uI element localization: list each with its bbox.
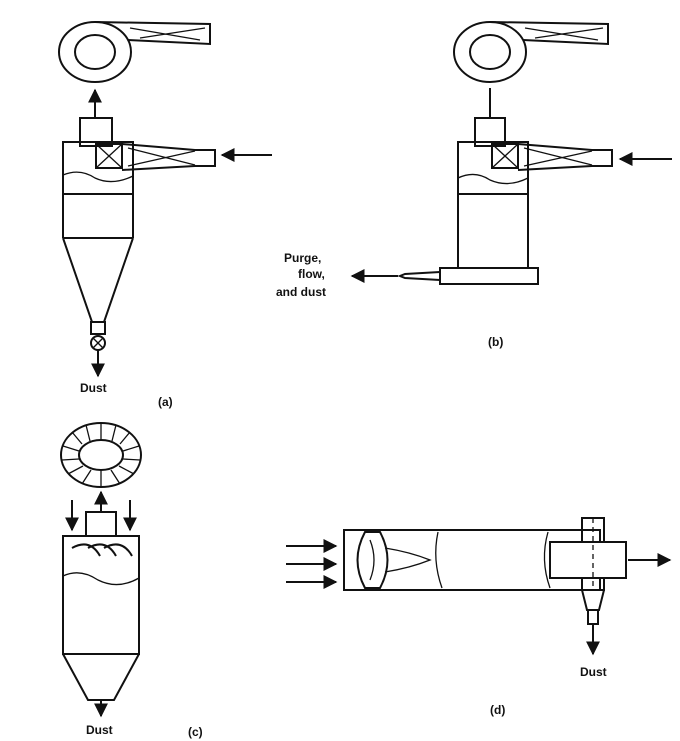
diagram-b: Purge, flow, and dust (b) [276, 21, 672, 349]
caption-d: (d) [490, 703, 505, 717]
purge-label-line2: flow, [298, 267, 325, 281]
purge-label-line1: Purge, [284, 251, 321, 265]
diagram-a: Dust (a) [58, 21, 272, 409]
dust-label-d: Dust [580, 665, 607, 679]
caption-c: (c) [188, 725, 203, 739]
cyclone-body-b [397, 117, 613, 285]
dust-label-c: Dust [86, 723, 113, 737]
diagram-c: Dust (c) [60, 422, 203, 739]
caption-b: (b) [488, 335, 503, 349]
blower-a [58, 21, 211, 83]
vane-ring-c [60, 422, 142, 488]
cyclone-body-a [62, 117, 216, 362]
diagram-d: Dust (d) [286, 517, 672, 717]
dust-label-a: Dust [80, 381, 107, 395]
cyclone-body-c [62, 511, 140, 701]
blower-b [453, 21, 609, 83]
caption-a: (a) [158, 395, 173, 409]
purge-label-line3: and dust [276, 285, 326, 299]
tube-body-d [343, 517, 627, 625]
